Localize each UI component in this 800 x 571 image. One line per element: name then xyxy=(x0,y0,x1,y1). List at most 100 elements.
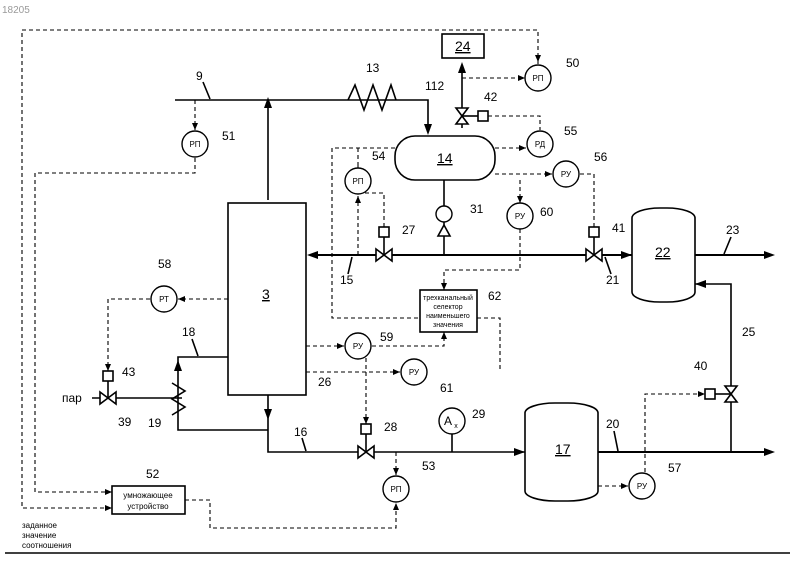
leader-18 xyxy=(192,339,198,356)
drum-14-label: 14 xyxy=(437,150,453,166)
valve-41-right xyxy=(594,249,602,261)
ref-55: 55 xyxy=(564,124,578,138)
actuator-43 xyxy=(103,371,113,381)
steam-label: пар xyxy=(62,391,82,405)
ref-54: 54 xyxy=(372,149,386,163)
ref-16: 16 xyxy=(294,425,308,439)
arrow-right-22 xyxy=(621,251,632,259)
ref-51: 51 xyxy=(222,129,236,143)
sarr-54-up xyxy=(355,196,361,203)
sarr-mult-2 xyxy=(105,489,112,495)
watermark-number: 18205 xyxy=(2,5,30,16)
ref-15: 15 xyxy=(340,273,354,287)
selector-line-2: селектор xyxy=(433,304,462,311)
sarr-60 xyxy=(517,196,523,203)
actuator-27 xyxy=(379,227,389,237)
arrow-right-23 xyxy=(764,251,775,259)
arrow-down-bottoms xyxy=(264,409,272,420)
actuator-41 xyxy=(589,227,599,237)
selector-line-4: значения xyxy=(433,322,463,329)
instrument-29-tag: A xyxy=(444,414,452,428)
selector-line-1: трехканальный xyxy=(423,294,473,302)
ref-61: 61 xyxy=(440,381,454,395)
ref-26: 26 xyxy=(318,375,332,389)
ref-59: 59 xyxy=(380,330,394,344)
arrow-up-24 xyxy=(458,62,466,73)
sarr-57 xyxy=(621,483,628,489)
instrument-57-tag: РУ xyxy=(637,482,648,491)
sarr-28 xyxy=(363,417,369,424)
valve-28-right xyxy=(366,446,374,458)
ref-18: 18 xyxy=(182,325,196,339)
leader-16 xyxy=(302,438,306,451)
sarr-55 xyxy=(519,145,526,151)
sarr-50 xyxy=(535,55,541,62)
ref-56: 56 xyxy=(594,150,608,164)
arrow-up-reboiler xyxy=(174,360,182,371)
instrument-29-subscript: x xyxy=(454,423,458,430)
sarr-43 xyxy=(105,364,111,371)
ref-13: 13 xyxy=(366,61,380,75)
sarr-53-top xyxy=(393,468,399,475)
ref-20: 20 xyxy=(606,417,620,431)
setpoint-label-1: заданное xyxy=(22,521,58,530)
ref-40: 40 xyxy=(694,359,708,373)
valve-25-bottom xyxy=(725,394,737,402)
leader-20 xyxy=(614,431,618,451)
ref-43: 43 xyxy=(122,365,136,379)
ref-25: 25 xyxy=(742,325,756,339)
ref-62: 62 xyxy=(488,289,502,303)
signal-multiplier-to-53 xyxy=(185,500,396,528)
ref-42: 42 xyxy=(484,90,498,104)
sarr-mult-1 xyxy=(105,505,112,511)
signal-42-to-55 xyxy=(488,116,540,130)
ref-50: 50 xyxy=(566,56,580,70)
instrument-50-tag: РП xyxy=(532,74,543,83)
multiplier-line-1: умножающее xyxy=(123,491,173,500)
instrument-59-tag: РУ xyxy=(353,342,364,351)
ref-9: 9 xyxy=(196,69,203,83)
signal-60-to-selector xyxy=(444,229,520,290)
vessel-22-label: 22 xyxy=(655,244,671,260)
sarr-40 xyxy=(698,391,705,397)
ref-21: 21 xyxy=(606,273,620,287)
ref-28: 28 xyxy=(384,420,398,434)
line-9 xyxy=(175,100,428,128)
ref-60: 60 xyxy=(540,205,554,219)
box-24-label: 24 xyxy=(455,38,471,54)
arrow-up-overhead xyxy=(264,97,272,108)
sarr-sel-bottom xyxy=(441,332,447,339)
ref-23: 23 xyxy=(726,223,740,237)
sarr-58 xyxy=(178,296,185,302)
ref-112: 112 xyxy=(425,79,444,93)
column-3-label: 3 xyxy=(262,286,270,302)
leader-9 xyxy=(203,82,210,99)
actuator-40 xyxy=(705,389,715,399)
setpoint-label-3: соотношения xyxy=(22,541,71,550)
ref-27: 27 xyxy=(402,223,416,237)
valve-39-right xyxy=(108,392,116,404)
ref-31: 31 xyxy=(470,202,484,216)
ref-39: 39 xyxy=(118,415,132,429)
signal-51-to-multiplier xyxy=(35,158,195,492)
leader-23 xyxy=(724,237,731,254)
multiplier-line-2: устройство xyxy=(127,502,169,511)
instrument-60-tag: РУ xyxy=(515,212,526,221)
instrument-56-tag: РУ xyxy=(561,170,572,179)
arrow-down-drum xyxy=(424,124,432,135)
arrow-right-20 xyxy=(764,448,775,456)
ref-29: 29 xyxy=(472,407,486,421)
sarr-51 xyxy=(192,123,198,130)
sarr-59 xyxy=(337,343,344,349)
valve-27-right xyxy=(384,249,392,261)
sarr-sel-top xyxy=(441,283,447,290)
signal-selector-out xyxy=(477,318,500,370)
signal-56-to-41 xyxy=(580,174,594,227)
arrow-left-15 xyxy=(307,251,318,259)
pump-31 xyxy=(436,206,452,222)
instrument-58-tag: РТ xyxy=(159,295,169,304)
sarr-53-bottom xyxy=(393,503,399,510)
instrument-51-tag: РП xyxy=(189,140,200,149)
